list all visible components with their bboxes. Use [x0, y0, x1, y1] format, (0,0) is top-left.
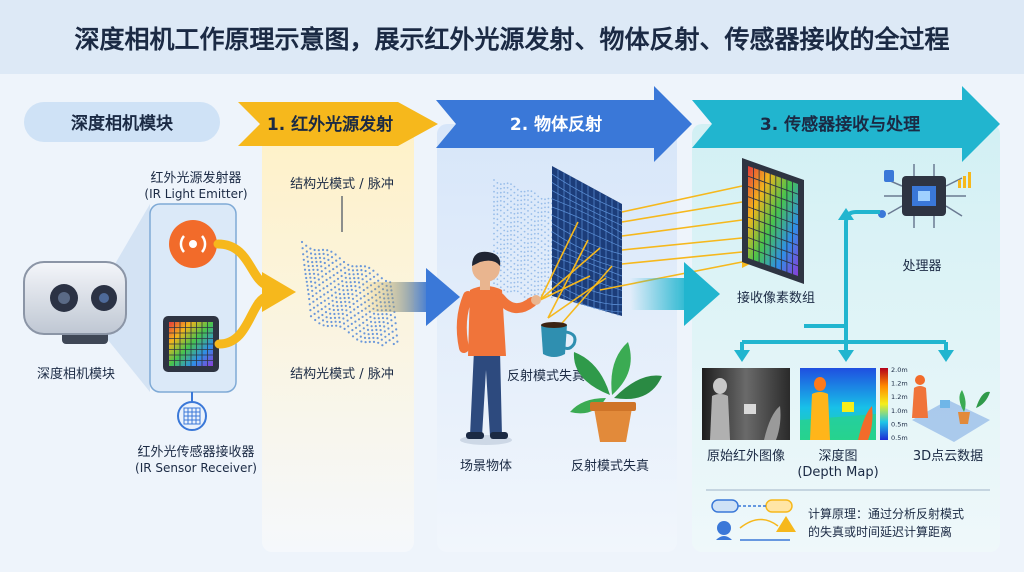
depth-map-thumbnail — [800, 368, 876, 440]
pattern-label-top: 结构光模式 / 脉冲 — [290, 177, 394, 192]
scene-objects-caption: 场景物体 — [460, 459, 512, 474]
stage1-label: 1. 红外光源发射 — [267, 114, 393, 135]
module-badge — [24, 102, 220, 142]
pattern-label-bottom: 结构光模式 / 脉冲 — [290, 367, 394, 382]
pixel-array-sensor — [742, 158, 804, 284]
stage3-banner — [692, 86, 1000, 162]
calculation-principle-icon — [711, 499, 796, 541]
plant-distortion-label: 反射模式失真 — [571, 458, 649, 474]
reflection-rays — [539, 221, 613, 331]
flow-arrow-2-body — [630, 278, 690, 310]
stage3-label: 3. 传感器接收与处理 — [760, 114, 920, 135]
depth-camera-illustration — [23, 204, 150, 392]
stage2-label: 2. 物体反射 — [510, 114, 602, 135]
colorbar-tick-label: 0.5m — [891, 420, 908, 428]
mug-distortion-label: 反射模式失真 — [507, 368, 585, 384]
camera-caption: 深度相机模块 — [37, 366, 115, 382]
formula-line-2: 的失真或时间延迟计算距离 — [808, 524, 952, 539]
page-title: 深度相机工作原理示意图，展示红外光源发射、物体反射、传感器接收的全过程 — [74, 25, 949, 54]
depth-colorbar-ticks: 2.0m 1.2m 1.2m 1.0m 0.5m 0.5m — [891, 366, 908, 442]
depth-map-title: 深度图 — [818, 448, 857, 464]
colorbar-tick-label: 1.2m — [891, 393, 908, 401]
receiver-subtitle: (IR Sensor Receiver) — [135, 461, 257, 475]
mug-object — [541, 322, 577, 357]
stage1-banner — [238, 102, 438, 146]
processing-connectors — [740, 210, 948, 350]
colorbar-tick-label: 1.2m — [891, 380, 908, 388]
flow-arrow-2-head — [684, 262, 720, 326]
formula-line-1: 计算原理：通过分析反射模式 — [808, 506, 964, 521]
receiver-title: 红外光传感器接收器 — [137, 444, 254, 460]
processor-icon — [878, 164, 971, 228]
depth-map-subtitle: (Depth Map) — [797, 465, 878, 480]
emitter-subtitle: (IR Light Emitter) — [144, 187, 247, 201]
point-cloud-label: 3D点云数据 — [913, 449, 983, 464]
return-rays — [599, 185, 743, 291]
depth-colorbar — [880, 368, 888, 440]
reflection-wall-pattern — [551, 169, 623, 316]
plant-object — [570, 342, 662, 442]
flow-arrow-1-head — [426, 268, 460, 326]
colorbar-tick-label: 2.0m — [891, 366, 908, 374]
structured-light-dot-pattern — [300, 240, 399, 347]
flow-arrow-1-body — [360, 282, 430, 312]
pixel-array-label: 接收像素数组 — [737, 290, 815, 306]
colorbar-tick-label: 1.0m — [891, 407, 908, 415]
header-bar — [0, 0, 1024, 74]
emitter-title: 红外光源发射器 — [150, 170, 241, 186]
raw-ir-label: 原始红外图像 — [707, 448, 785, 464]
stage1-panel — [262, 124, 414, 552]
person-figure — [456, 251, 541, 445]
raw-ir-image-thumbnail — [702, 368, 790, 440]
colorbar-tick-label: 0.5m — [891, 434, 908, 442]
stage2-banner — [436, 86, 692, 162]
processor-label: 处理器 — [902, 259, 941, 274]
point-cloud-thumbnail — [912, 375, 990, 442]
module-badge-label: 深度相机模块 — [71, 113, 174, 134]
emission-arrowhead — [262, 272, 296, 312]
